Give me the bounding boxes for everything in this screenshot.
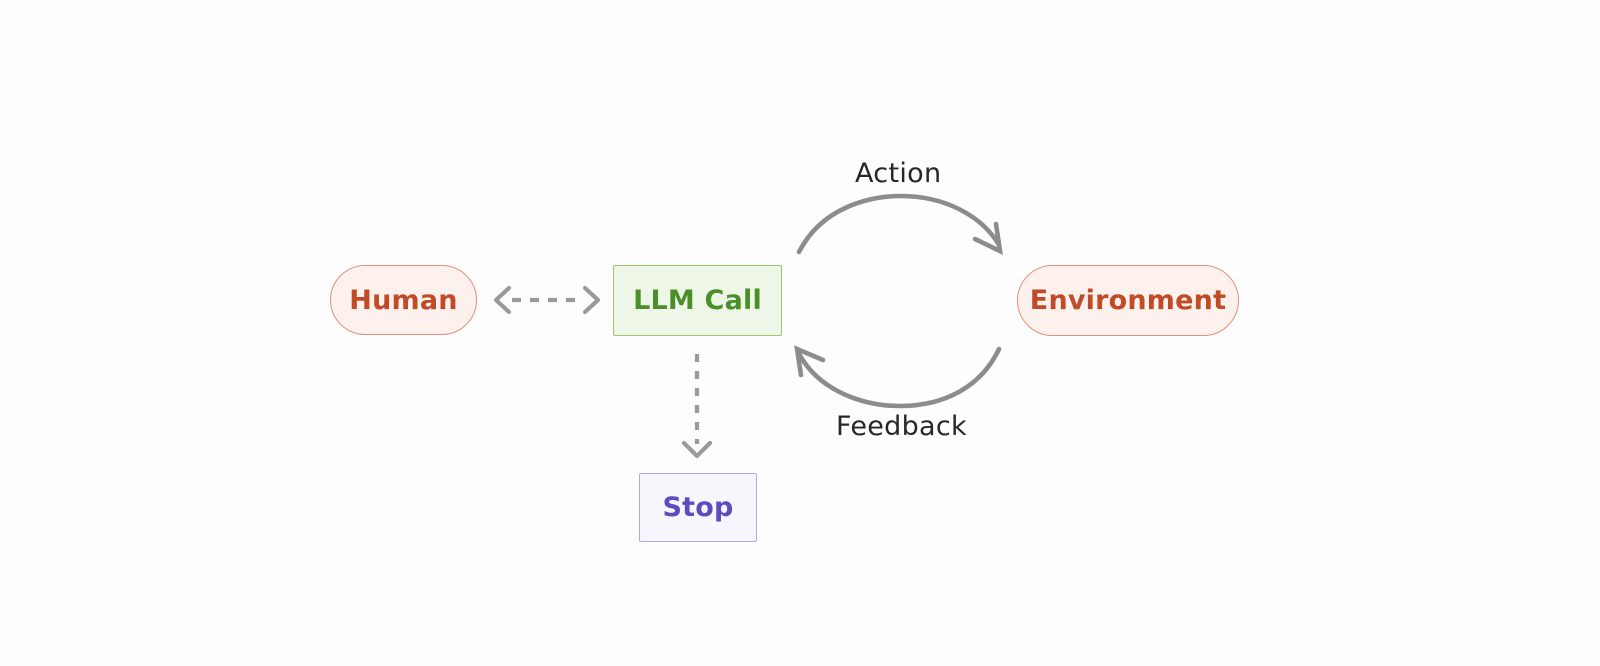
edge-human-llm bbox=[493, 285, 601, 315]
edge-action-arc bbox=[796, 193, 1003, 255]
edge-label-feedback: Feedback bbox=[836, 411, 967, 442]
edge-action-arrowhead bbox=[972, 221, 1003, 255]
edge-llm-stop-arrowhead bbox=[681, 440, 713, 459]
node-stop[interactable]: Stop bbox=[639, 473, 757, 542]
node-stop-label: Stop bbox=[662, 492, 734, 523]
node-llm-call[interactable]: LLM Call bbox=[613, 265, 782, 336]
node-environment[interactable]: Environment bbox=[1017, 265, 1239, 336]
edge-label-action: Action bbox=[855, 158, 942, 189]
node-human-label: Human bbox=[349, 284, 458, 316]
node-environment-label: Environment bbox=[1029, 285, 1227, 316]
node-human[interactable]: Human bbox=[330, 265, 477, 335]
edge-feedback-curve bbox=[795, 346, 1002, 409]
node-llm-call-label: LLM Call bbox=[633, 285, 762, 316]
edge-llm-stop bbox=[681, 354, 713, 459]
edge-human-llm-arrowhead-left bbox=[493, 285, 512, 315]
edge-human-llm-arrowhead-right bbox=[582, 285, 601, 315]
edge-feedback-arc bbox=[794, 345, 1002, 409]
edge-feedback-arrowhead bbox=[794, 345, 826, 378]
edge-action-curve bbox=[796, 193, 1002, 255]
